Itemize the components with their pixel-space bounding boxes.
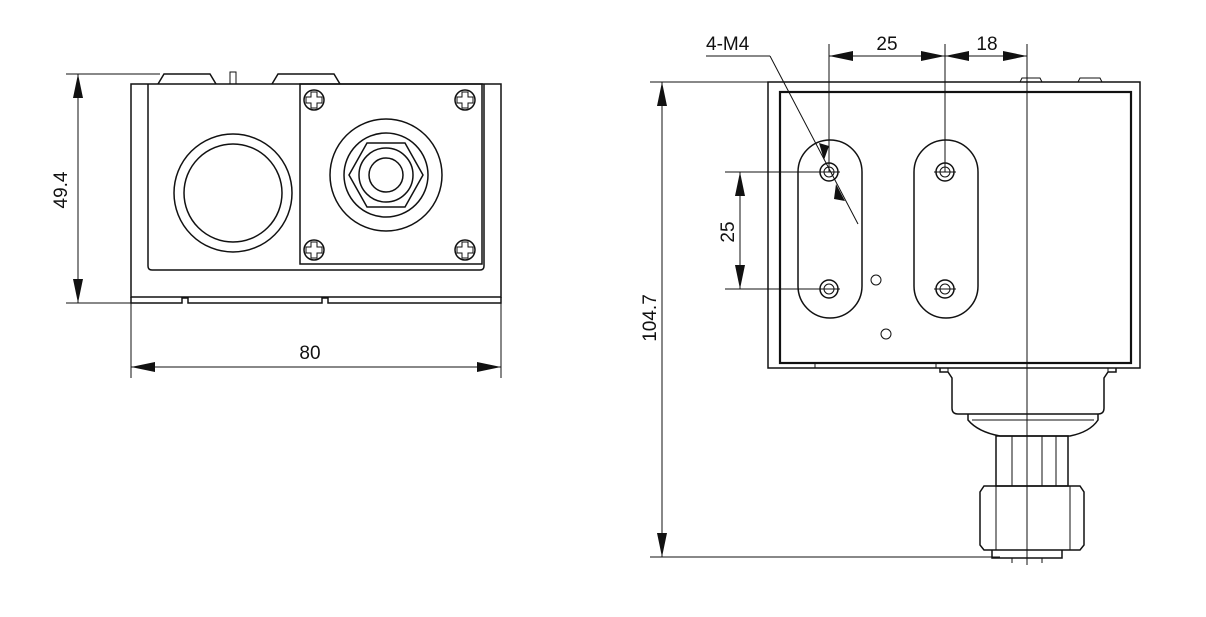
side-top-clip: [1077, 77, 1103, 83]
side-top-clip: [1019, 77, 1043, 83]
side-pressure-fitting: [939, 368, 1117, 563]
side-outer-housing: [767, 81, 1141, 369]
front-gland-hex: [348, 142, 424, 208]
dimension-hole-horizontal: 25: [828, 34, 946, 172]
screw-icon: [454, 89, 476, 111]
thread-callout: 4-M4: [706, 34, 859, 225]
dimension-offset-right: 18: [945, 34, 1028, 78]
front-outer-body: [130, 83, 502, 298]
mounting-hole-icon: [934, 279, 956, 299]
screw-icon: [303, 239, 325, 261]
thread-callout-label: 4-M4: [706, 34, 750, 55]
dimension-front-width: 80: [130, 303, 502, 378]
screw-icon: [454, 239, 476, 261]
side-bottom-slot: [814, 363, 937, 369]
side-small-hole: [870, 274, 882, 286]
front-cover-plate: [299, 83, 483, 265]
offset-right-label: 18: [976, 34, 997, 55]
front-inner-panel: [147, 84, 485, 271]
side-slot-right: [913, 139, 979, 319]
front-view: 49.4 80: [51, 71, 502, 378]
front-gland-ring: [343, 132, 429, 218]
front-bottom-edge: [130, 297, 502, 304]
side-small-hole: [880, 328, 892, 340]
side-slot-left: [797, 139, 863, 319]
front-gland-outer: [329, 118, 443, 232]
side-inner-plate: [778, 90, 1133, 365]
hole-vertical-label: 25: [718, 221, 739, 242]
front-right-tab: [271, 73, 341, 85]
front-gland-bore: [368, 157, 404, 193]
front-knob-outer: [173, 133, 293, 253]
front-left-tab: [157, 73, 217, 85]
front-height-label: 49.4: [51, 171, 72, 208]
front-top-pin: [229, 71, 237, 85]
front-knob-inner: [183, 143, 283, 243]
dimension-side-height: 104.7: [640, 81, 1000, 558]
dimension-hole-vertical: 25: [718, 171, 829, 290]
dimension-front-height: 49.4: [51, 73, 160, 304]
hole-horizontal-label: 25: [876, 34, 897, 55]
front-gland-inner: [358, 147, 414, 203]
side-height-label: 104.7: [640, 294, 661, 342]
side-view: 104.7 25 25 18: [640, 34, 1141, 565]
screw-icon: [303, 89, 325, 111]
front-width-label: 80: [299, 343, 320, 364]
